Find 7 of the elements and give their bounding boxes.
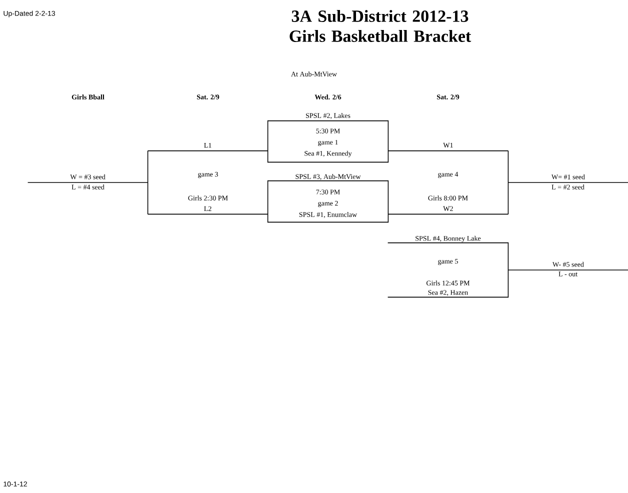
title: 3A Sub-District 2012-13 Girls Basketball Bracket (290, 10, 472, 42)
bracket-line (508, 182, 628, 183)
bracket-line (388, 150, 509, 152)
bracket-line (147, 214, 268, 215)
bracket-line (388, 214, 509, 215)
bracket-line (147, 150, 268, 152)
bracket-line (27, 182, 148, 183)
